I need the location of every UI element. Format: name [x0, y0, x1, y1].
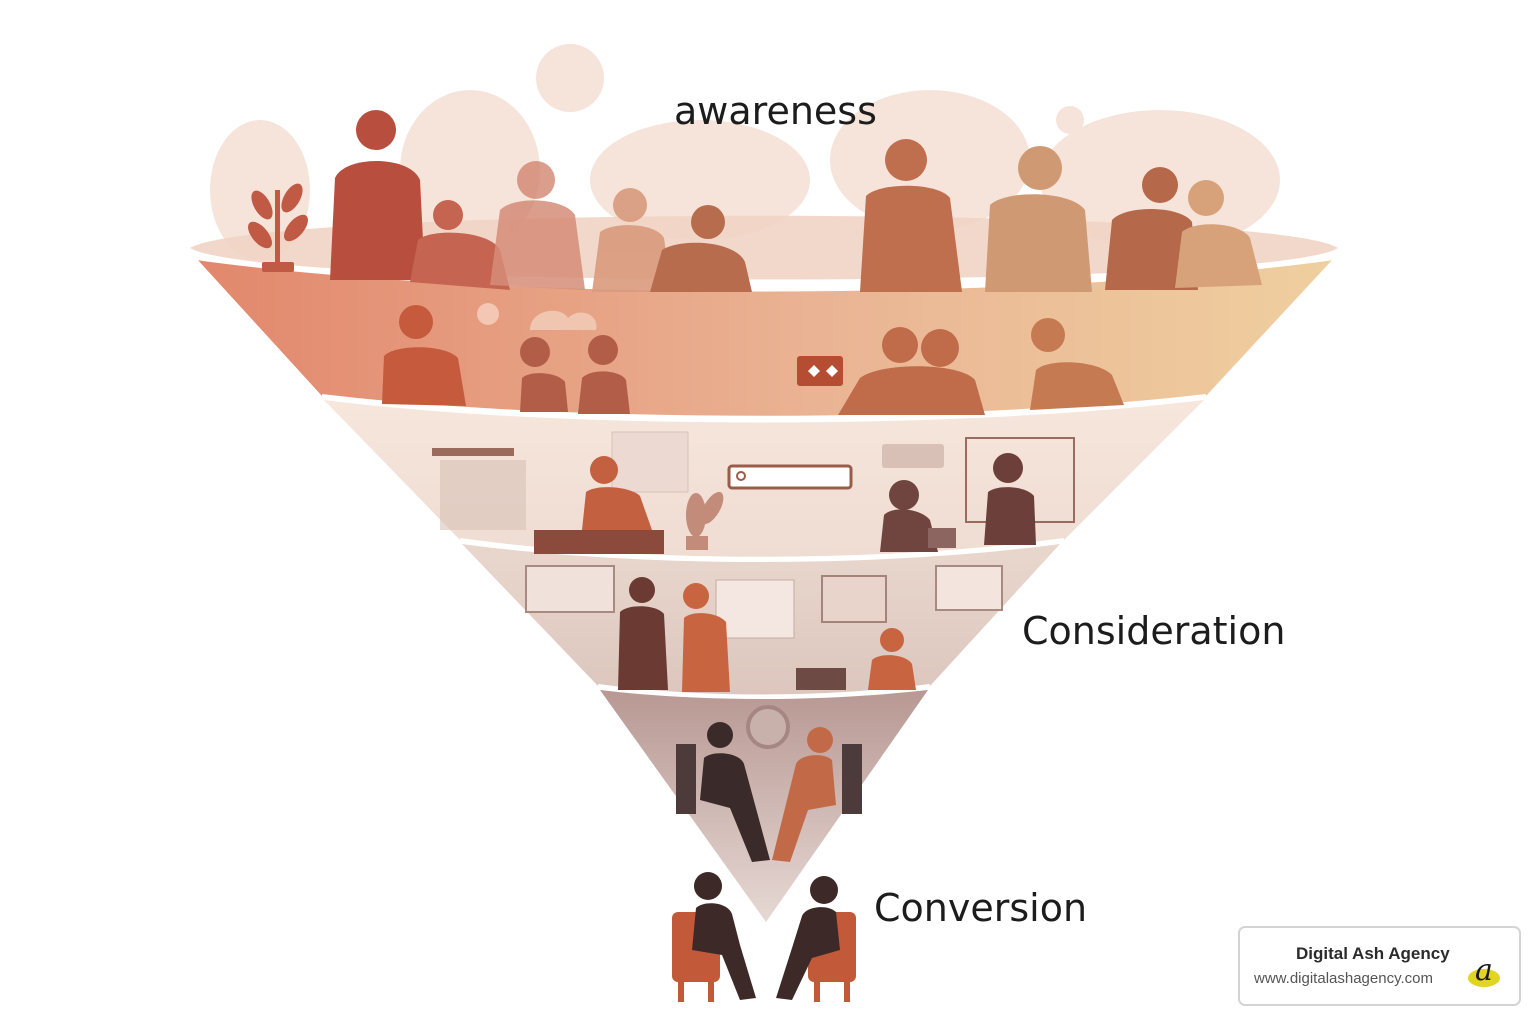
plant-icon [686, 491, 724, 550]
info-board [432, 448, 526, 530]
laptop-icon [796, 668, 846, 690]
person-figure [582, 456, 652, 530]
person-figure [578, 335, 630, 414]
brand-card: Digital Ash Agency www.digitalashagency.… [1238, 926, 1521, 1006]
band-2-figures [432, 431, 1075, 554]
stage-label-conversion: Conversion [874, 886, 1088, 930]
plant-icon [248, 183, 308, 272]
brand-logo-icon: a [1468, 953, 1500, 988]
person-figure [410, 200, 510, 290]
brand-name: Digital Ash Agency [1296, 944, 1450, 963]
person-figure [1175, 180, 1262, 288]
document-card [935, 565, 1003, 611]
flower-icon [477, 303, 499, 325]
chat-bubble-icon [797, 356, 843, 386]
chat-bubble-icon [882, 444, 944, 468]
person-figure [490, 161, 585, 290]
profile-card [525, 565, 615, 613]
cloud-icon [530, 310, 597, 330]
person-figure [650, 205, 752, 292]
person-figure [880, 480, 938, 552]
laptop-icon [928, 528, 956, 548]
person-figure [868, 628, 916, 690]
person-figure [985, 146, 1092, 292]
person-figure [776, 876, 840, 1000]
chair-icon [676, 744, 862, 814]
search-icon [736, 471, 746, 481]
person-figure [838, 327, 985, 415]
band-1-figures [382, 303, 1124, 415]
stage-label-awareness: awareness [674, 89, 877, 133]
person-figure [1030, 318, 1124, 410]
person-figure [520, 337, 568, 412]
brand-url: www.digitalashagency.com [1254, 970, 1433, 987]
person-figure [330, 110, 425, 280]
stage-label-consideration: Consideration [1022, 609, 1286, 653]
person-figure [692, 872, 756, 1000]
person-figure [1105, 167, 1198, 290]
person-figure [700, 722, 770, 862]
svg-text:a: a [1475, 953, 1493, 988]
document-card [611, 431, 689, 493]
person-figure [984, 453, 1036, 545]
person-figure [618, 577, 668, 690]
person-figure [860, 139, 962, 292]
photo-frame [821, 575, 887, 623]
person-figure [772, 727, 836, 862]
band-4-figures [676, 705, 862, 862]
awareness-crowd [248, 110, 1262, 292]
search-bar [727, 464, 853, 490]
person-figure [592, 188, 672, 292]
chat-bubble-icon [715, 579, 795, 639]
clock-icon [746, 705, 790, 749]
person-figure [382, 305, 466, 406]
person-figure [682, 583, 730, 692]
band-3-figures [525, 565, 1003, 692]
bottom-consultation [672, 872, 856, 1002]
desk [534, 530, 664, 554]
